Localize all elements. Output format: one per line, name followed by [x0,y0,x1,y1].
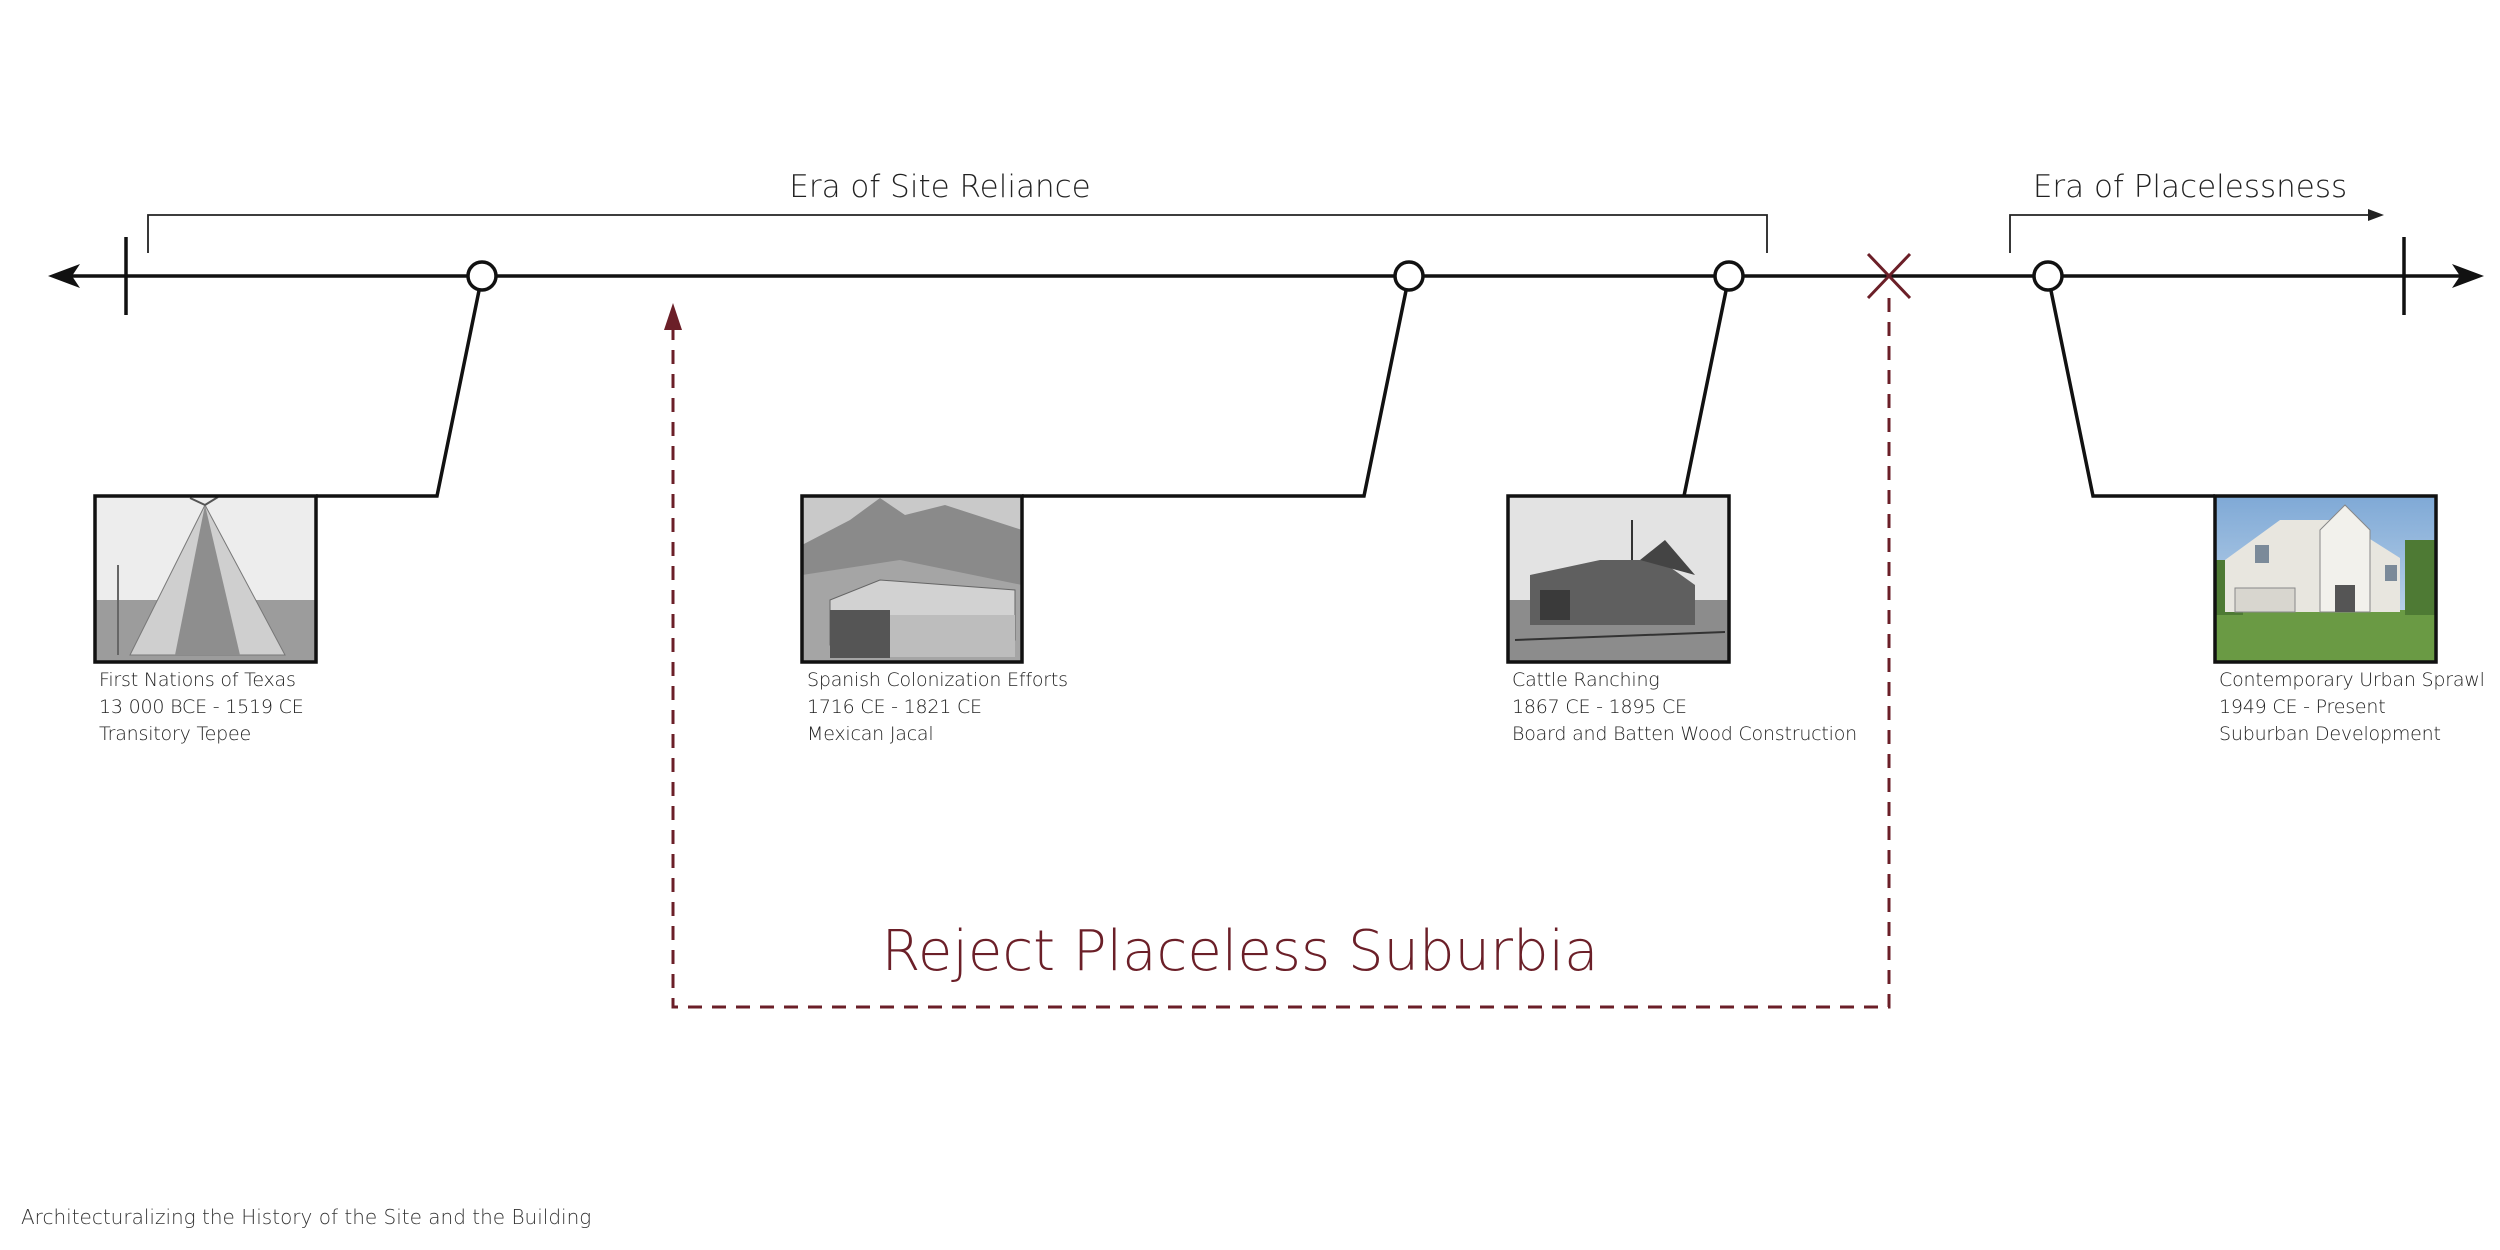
tepee-photo [93,494,318,664]
event-title: Spanish Colonization Efforts [807,669,1068,691]
right-arrow-icon [2452,264,2484,288]
event-date: 1716 CE - 1821 CE [807,696,982,718]
event-building: Mexican Jacal [807,723,934,745]
timeline-node [1713,260,1745,292]
reject-return-path [664,298,1891,1009]
reject-x-icon [1866,252,1912,300]
timeline-node [1393,260,1425,292]
timeline-node [2032,260,2064,292]
leader-spanish [1022,275,1411,498]
event-caption-spanish: Spanish Colonization Efforts 1716 CE - 1… [807,667,1068,748]
era-label-site-reliance: Era of Site Reliance [789,169,1091,205]
timeline-node [466,260,498,292]
leader-first-nations [316,275,484,498]
event-title: Contemporary Urban Sprawl [2219,669,2485,691]
ranch-house-photo [1506,494,1731,664]
era-bracket-placelessness [2009,209,2384,253]
leader-urban-sprawl [2046,275,2215,498]
event-title: Cattle Ranching [1512,669,1660,691]
event-date: 1867 CE - 1895 CE [1512,696,1687,718]
event-building: Board and Batten Wood Construction [1512,723,1858,745]
event-caption-urban-sprawl: Contemporary Urban Sprawl 1949 CE - Pres… [2219,667,2485,748]
event-title: First Nations of Texas [99,669,296,691]
headline: Reject Placeless Suburbia [882,919,1599,984]
timeline-nodes [466,260,2064,292]
event-leaders [316,275,2215,498]
arrow-right-icon [2368,209,2384,221]
jacal-photo [800,494,1024,664]
event-building: Transitory Tepee [99,723,251,745]
left-arrow-icon [48,264,80,288]
timeline-axis [48,237,2484,315]
event-caption-first-nations: First Nations of Texas 13 000 BCE - 1519… [99,667,304,748]
era-bracket-site-reliance [147,214,1768,253]
event-date: 1949 CE - Present [2219,696,2386,718]
event-date: 13 000 BCE - 1519 CE [99,696,304,718]
leader-cattle [1682,275,1731,497]
era-label-placelessness: Era of Placelessness [2033,169,2347,205]
suburban-house-photo [2213,494,2438,664]
footer-caption: Architecturalizing the History of the Si… [21,1205,592,1229]
event-building: Suburban Development [2219,723,2441,745]
event-caption-cattle: Cattle Ranching 1867 CE - 1895 CE Board … [1512,667,1857,748]
arrow-up-icon [664,303,682,330]
